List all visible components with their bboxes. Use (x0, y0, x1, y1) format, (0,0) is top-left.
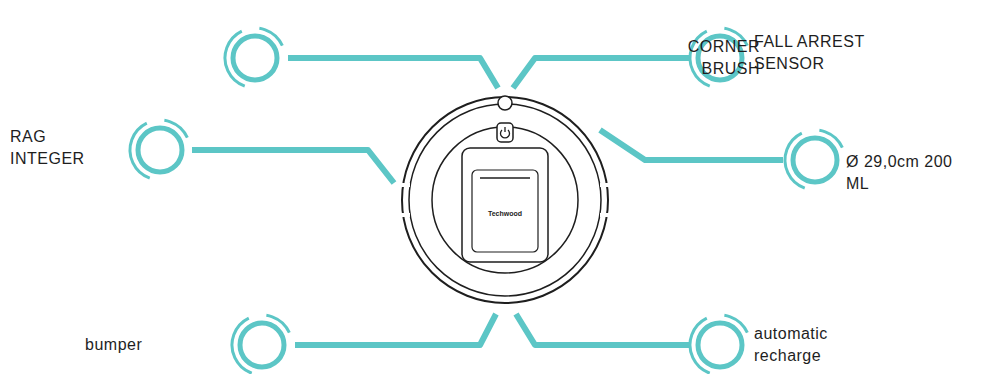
callout-arc (777, 122, 854, 199)
bumper-seam (600, 213, 611, 217)
leader-line (513, 58, 690, 88)
bumper-seam (399, 183, 410, 187)
bumper-seam (600, 183, 611, 187)
callout-arc (217, 20, 294, 97)
callout-arc (224, 307, 301, 374)
bin-handle (480, 177, 530, 179)
part-label: automatic recharge (754, 323, 854, 367)
dust-bin-lid (472, 170, 538, 252)
top-cover (432, 127, 578, 273)
power-icon (504, 127, 505, 132)
leader-line (295, 314, 496, 345)
part-label: FALL ARREST SENSOR (754, 31, 894, 75)
bumper-seam (399, 213, 410, 217)
part-label: bumper (85, 334, 175, 356)
part-label: CORNER BRUSH (660, 36, 760, 80)
leader-line (600, 130, 783, 160)
brand-logo: Techwood (488, 209, 522, 218)
callout-arc (122, 112, 199, 189)
fall-sensor (498, 96, 512, 110)
callout-arc (682, 307, 759, 374)
leader-lines (192, 58, 783, 345)
leader-line (516, 314, 690, 345)
callout-ring (233, 36, 277, 80)
callout-icons (122, 20, 854, 374)
dimension-label: Ø 29,0cm 200 ML (846, 151, 956, 195)
bumper-ring (409, 104, 601, 296)
leader-line (192, 150, 394, 183)
callout-ring (138, 128, 182, 172)
power-button (497, 123, 513, 142)
part-label: RAG INTEGER (10, 126, 110, 170)
callout-ring (698, 323, 742, 367)
dust-bin (462, 148, 548, 262)
callout-ring (240, 323, 284, 367)
robot-vacuum (399, 96, 611, 303)
leader-line (288, 58, 498, 88)
callout-ring (793, 138, 837, 182)
robot-body (402, 97, 608, 303)
callout-arc (682, 20, 759, 97)
